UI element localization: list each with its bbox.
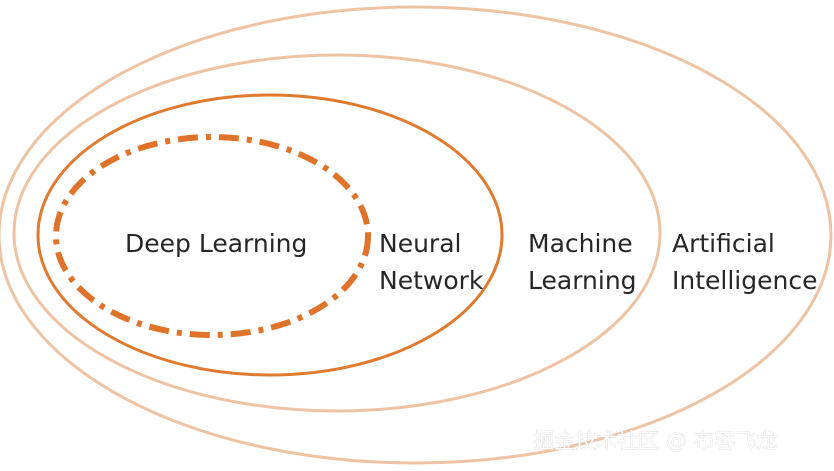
machine-learning-ring [12,53,662,413]
machine-learning-label-line2: Learning [528,266,637,295]
neural-network-label-line1: Neural [379,229,461,258]
artificial-intelligence-ring [0,5,833,465]
artificial-intelligence-label-line1: Artificial [672,229,775,258]
deep-learning-label: Deep Learning [125,229,307,258]
machine-learning-label-line1: Machine [528,229,633,258]
neural-network-ring [36,93,504,377]
watermark: 掘金技术社区 @ 布客飞龙 [533,429,777,453]
artificial-intelligence-label-line2: Intelligence [672,266,817,295]
deep-learning-ring [53,134,371,338]
neural-network-label-line2: Network [379,266,484,295]
